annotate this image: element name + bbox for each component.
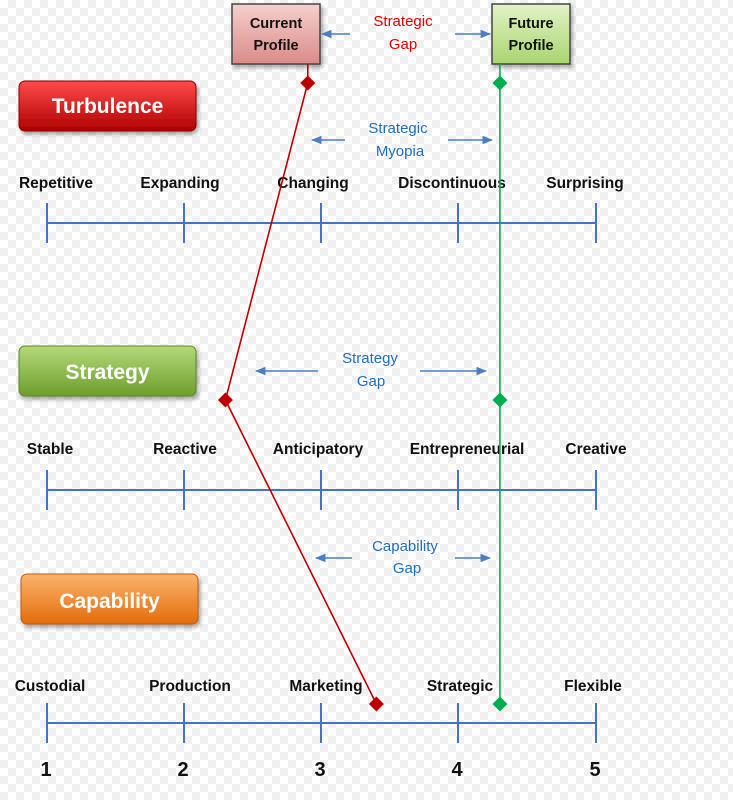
- strategy-gap-line2: Gap: [357, 373, 385, 390]
- capability-level-4: Strategic: [427, 678, 494, 695]
- strategy-level-3: Anticipatory: [273, 441, 364, 458]
- strategy-gap: Strategy Gap: [254, 350, 488, 390]
- current-profile-marker-capability: [368, 696, 384, 712]
- dimension-strategy: Strategy: [18, 345, 197, 397]
- strategic-myopia-gap: Strategic Myopia: [310, 120, 494, 160]
- turbulence-level-2: Expanding: [140, 175, 219, 192]
- strategy-level-4: Entrepreneurial: [410, 441, 525, 458]
- future-profile-marker-turbulence: [492, 75, 508, 91]
- strategy-label: Strategy: [65, 361, 149, 384]
- scales: Repetitive Expanding Changing Discontinuous…: [15, 175, 627, 781]
- dimension-capability: Capability: [20, 573, 199, 625]
- capability-gap-line1: Capability: [372, 538, 438, 555]
- capability-level-3: Marketing: [289, 678, 362, 695]
- scale-number-5: 5: [589, 759, 600, 781]
- profile-lines: [217, 64, 508, 712]
- current-profile-line1: Current: [250, 16, 303, 32]
- future-profile-box: Future Profile: [491, 3, 571, 65]
- current-profile-box: Current Profile: [231, 3, 321, 65]
- strategy-level-1: Stable: [27, 441, 74, 458]
- current-profile-line2: Profile: [253, 38, 298, 54]
- top-gap-line2: Gap: [389, 36, 417, 53]
- future-profile-marker-capability: [492, 696, 508, 712]
- dimension-turbulence: Turbulence: [18, 80, 197, 132]
- turbulence-level-1: Repetitive: [19, 175, 93, 192]
- future-profile-marker-strategy: [492, 392, 508, 408]
- myopia-line1: Strategic: [368, 120, 428, 137]
- capability-level-1: Custodial: [15, 678, 86, 695]
- strategy-gap-line1: Strategy: [342, 350, 398, 367]
- strategy-level-2: Reactive: [153, 441, 217, 458]
- future-profile-line2: Profile: [508, 38, 553, 54]
- future-profile-line1: Future: [508, 16, 553, 32]
- myopia-line2: Myopia: [376, 143, 425, 160]
- top-strategic-gap: Strategic Gap: [320, 13, 492, 53]
- capability-label: Capability: [59, 590, 160, 613]
- turbulence-level-3: Changing: [277, 175, 348, 192]
- capability-gap-line2: Gap: [393, 560, 421, 577]
- current-profile-marker-turbulence: [300, 75, 316, 91]
- top-gap-line1: Strategic: [373, 13, 433, 30]
- scale-number-1: 1: [40, 759, 51, 781]
- turbulence-level-4: Discontinuous: [398, 175, 506, 192]
- turbulence-label: Turbulence: [52, 95, 164, 118]
- scale-number-2: 2: [177, 759, 188, 781]
- scale-number-4: 4: [451, 759, 463, 781]
- capability-level-5: Flexible: [564, 678, 622, 695]
- turbulence-level-5: Surprising: [546, 175, 624, 192]
- capability-gap: Capability Gap: [314, 538, 492, 577]
- capability-level-2: Production: [149, 678, 231, 695]
- scale-number-3: 3: [314, 759, 325, 781]
- strategy-level-5: Creative: [565, 441, 627, 458]
- current-profile-marker-strategy: [217, 392, 233, 408]
